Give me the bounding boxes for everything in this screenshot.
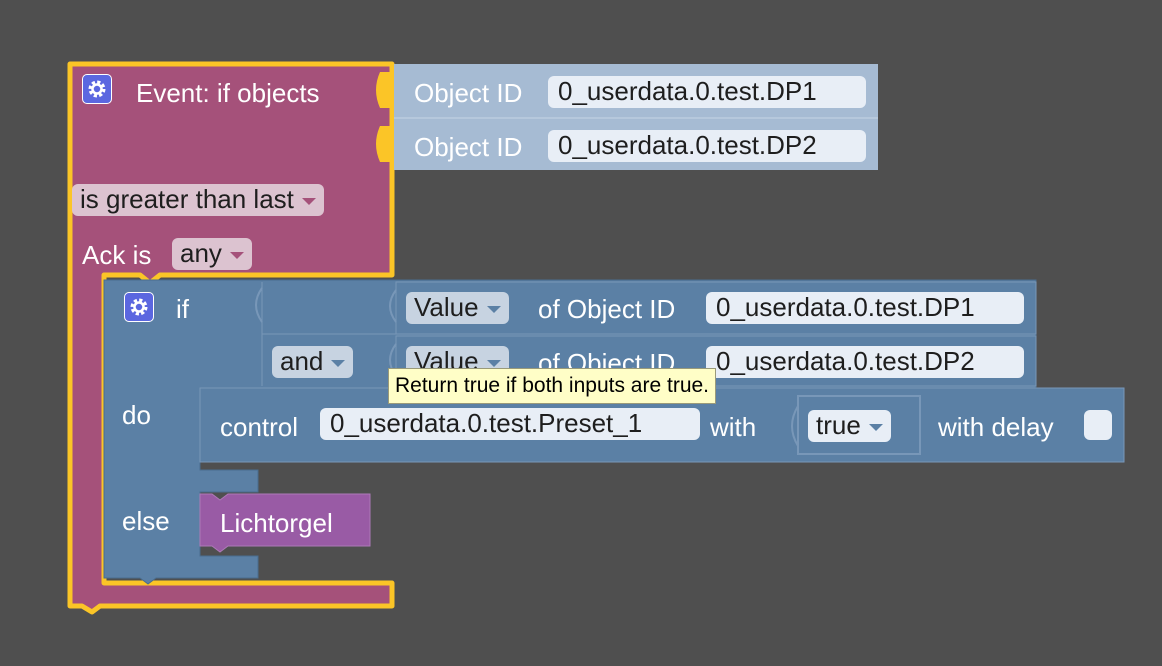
object-id-label-2: Object ID <box>414 132 523 162</box>
dropdown-arrow-icon <box>486 305 501 313</box>
object-id-field-1[interactable]: 0_userdata.0.test.DP1 <box>548 76 866 108</box>
condition-dropdown[interactable]: is greater than last <box>72 184 324 216</box>
condition-2-object-field[interactable]: 0_userdata.0.test.DP2 <box>706 346 1024 378</box>
tooltip: Return true if both inputs are true. <box>388 368 717 404</box>
condition-1-of-label: of Object ID <box>538 294 676 324</box>
control-value-dropdown[interactable]: true <box>808 410 891 442</box>
delay-checkbox-icon[interactable] <box>1084 410 1112 440</box>
object-id-field-2[interactable]: 0_userdata.0.test.DP2 <box>548 130 866 162</box>
control-value-socket <box>797 395 921 455</box>
condition-dropdown-value: is greater than last <box>80 184 294 214</box>
event-settings-gear-icon[interactable] <box>82 74 112 104</box>
ack-label: Ack is <box>82 240 152 270</box>
control-value-dropdown-value: true <box>816 410 861 440</box>
do-label: do <box>122 400 151 430</box>
event-block-title: Event: if objects <box>136 78 320 108</box>
else-label: else <box>122 506 170 536</box>
dropdown-arrow-icon <box>301 197 316 205</box>
dropdown-arrow-icon <box>331 359 346 367</box>
condition-1-object-field[interactable]: 0_userdata.0.test.DP1 <box>706 292 1024 324</box>
object-id-label-1: Object ID <box>414 78 523 108</box>
event-input-socket-1 <box>376 72 392 108</box>
operator-dropdown[interactable]: and <box>272 346 354 378</box>
procedure-label: Lichtorgel <box>220 508 333 538</box>
dropdown-arrow-icon <box>486 359 501 367</box>
control-label: control <box>220 412 299 442</box>
condition-1-property-dropdown[interactable]: Value <box>406 292 509 324</box>
dropdown-arrow-icon <box>229 251 244 259</box>
control-delay-label: with delay <box>938 412 1054 442</box>
control-with-label: with <box>710 412 757 442</box>
if-settings-gear-icon[interactable] <box>124 292 154 322</box>
condition-1-property-value: Value <box>414 292 479 322</box>
gear-icon <box>130 298 148 316</box>
procedure-block-body[interactable] <box>199 493 371 553</box>
control-object-field[interactable]: 0_userdata.0.test.Preset_1 <box>320 408 700 440</box>
ack-dropdown-value: any <box>180 238 222 268</box>
gear-icon <box>88 80 106 98</box>
dropdown-arrow-icon <box>868 423 883 431</box>
operator-dropdown-value: and <box>280 346 324 376</box>
if-label: if <box>176 294 189 324</box>
ack-dropdown[interactable]: any <box>172 238 252 270</box>
event-input-socket-2 <box>376 126 392 162</box>
